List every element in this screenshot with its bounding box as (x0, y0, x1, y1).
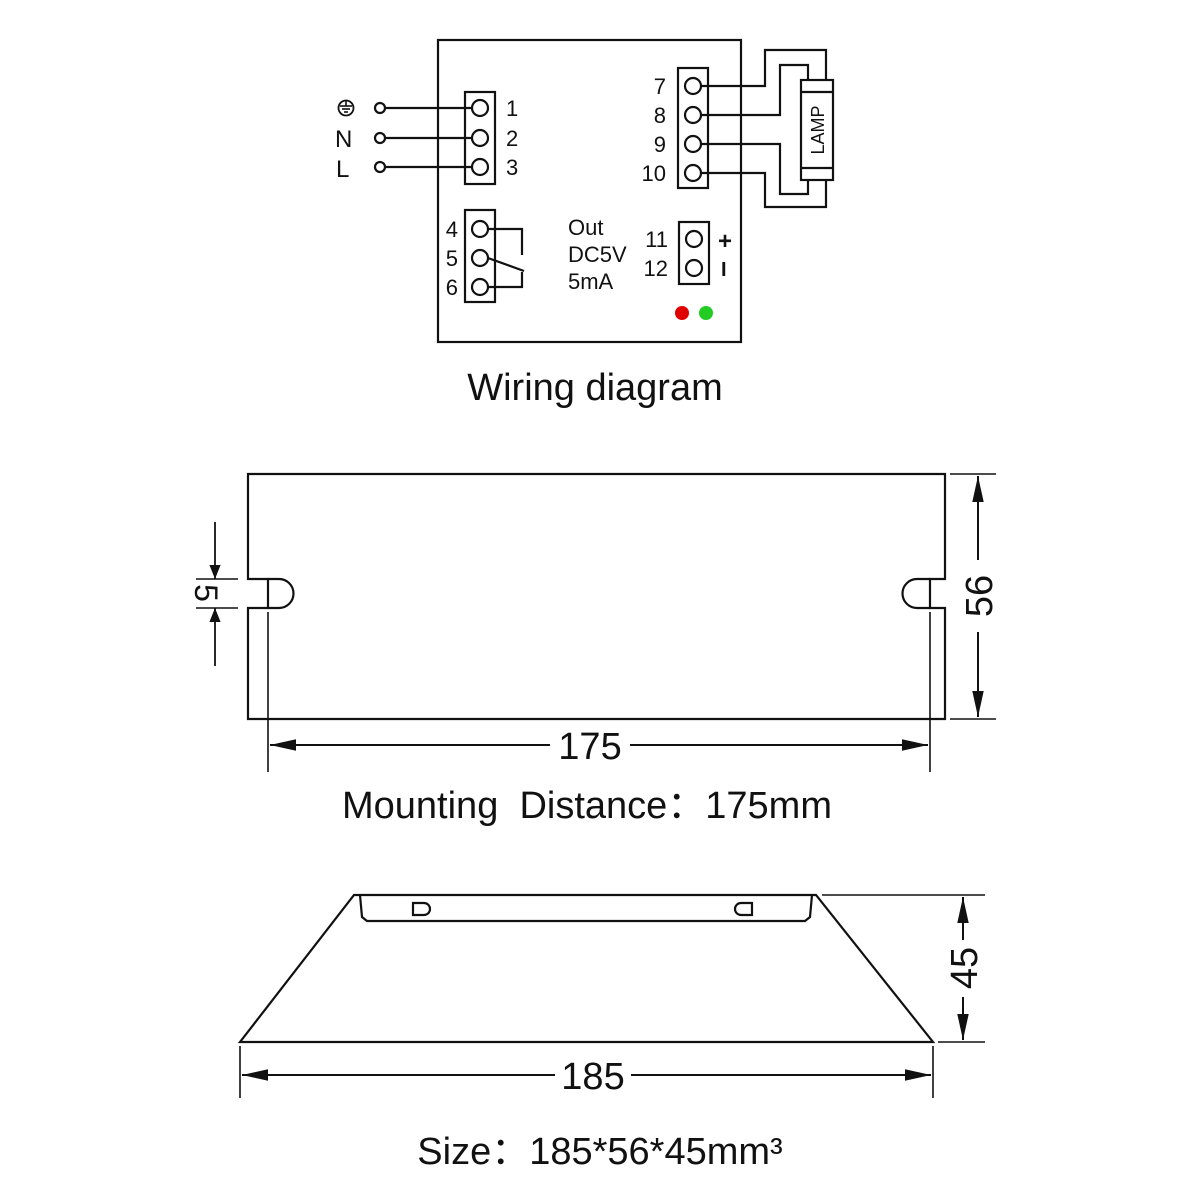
wiring-diagram: 1 2 3 N L 7 8 9 10 (335, 38, 835, 409)
output-label: Out (568, 215, 603, 240)
terminal-label-5: 5 (446, 246, 458, 271)
height-dimension-45: 45 (822, 894, 986, 1043)
terminal-label-3: 3 (506, 155, 518, 180)
side-width-dimension-label: 185 (561, 1056, 624, 1098)
top-view-drawing: 5 56 175 Mounting Distance：175mm (188, 472, 1001, 827)
terminal-label-12: 12 (644, 256, 668, 281)
size-caption: Size：185*56*45mm³ (417, 1131, 782, 1173)
terminal-label-11: 11 (645, 227, 668, 252)
terminal-label-2: 2 (506, 126, 518, 151)
output-terminal-block: 11 12 + I (644, 220, 732, 286)
terminal-label-8: 8 (654, 103, 666, 128)
lamp-wires (701, 48, 828, 209)
side-height-dimension-label: 45 (944, 947, 986, 989)
lamp-label: LAMP (808, 105, 828, 154)
controller-box (436, 38, 743, 344)
lamp-terminal-block: 7 8 9 10 (642, 66, 710, 190)
terminal-label-9: 9 (654, 132, 666, 157)
line-label: L (336, 156, 349, 183)
height-dimension-label: 56 (959, 575, 1001, 617)
right-mounting-slot (901, 577, 930, 610)
bracket-hole-left (411, 901, 432, 917)
bracket-hole-right (733, 901, 754, 917)
output-current: 5mA (568, 269, 614, 294)
neutral-label: N (335, 126, 352, 153)
width-dimension-185: 185 (239, 1046, 934, 1098)
left-mounting-slot (268, 577, 295, 610)
width-dimension-175: 175 (267, 612, 931, 772)
slot-dimension: 5 (188, 522, 238, 666)
wiring-caption: Wiring diagram (467, 367, 723, 409)
side-view-drawing: 45 185 Size：185*56*45mm³ (237, 893, 986, 1173)
width-dimension-label: 175 (558, 726, 621, 768)
red-indicator-icon (675, 306, 689, 320)
output-voltage: DC5V (568, 242, 627, 267)
green-indicator-icon (699, 306, 713, 320)
input-terminal-block: 1 2 3 (373, 90, 518, 186)
slot-dimension-label: 5 (188, 584, 224, 602)
minus-sign: I (721, 259, 727, 281)
terminal-label-1: 1 (506, 96, 518, 121)
terminal-label-6: 6 (446, 275, 458, 300)
switch-terminal-block: 4 5 6 (446, 208, 525, 304)
terminal-label-10: 10 (642, 161, 666, 186)
ground-icon (337, 99, 355, 117)
mounting-distance-caption: Mounting Distance：175mm (342, 785, 832, 827)
lamp-tube: LAMP (799, 78, 835, 182)
mounting-bracket (358, 894, 814, 923)
terminal-label-4: 4 (446, 217, 458, 242)
plus-sign: + (718, 228, 732, 255)
height-dimension-56: 56 (950, 473, 1001, 720)
terminal-label-7: 7 (654, 74, 666, 99)
